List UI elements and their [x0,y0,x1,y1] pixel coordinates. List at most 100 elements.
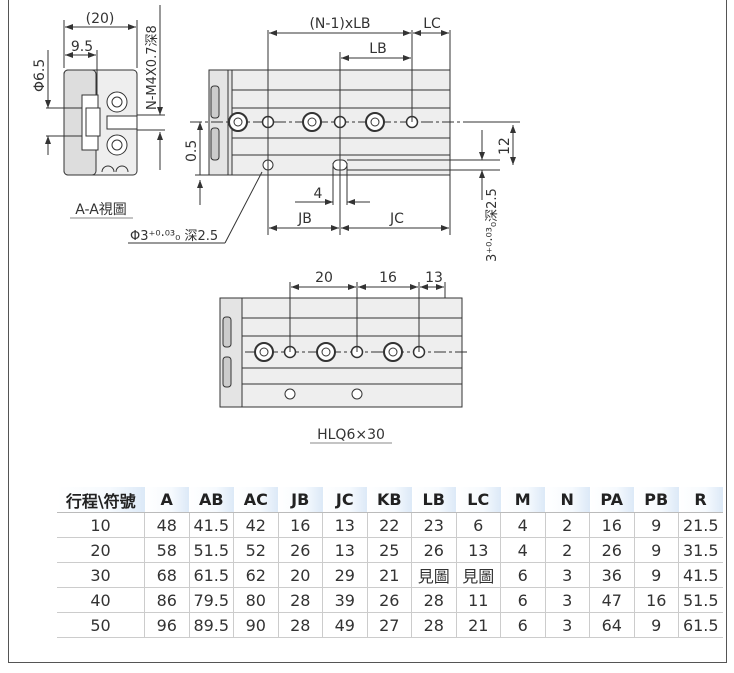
table-cell: 80 [233,587,278,613]
table-cell: 79.5 [188,587,234,613]
column-header: JB [278,487,323,513]
pin-hole-note: Φ3⁺⁰·⁰³₀ 深2.5 [130,229,218,244]
dim-width-label: (20) [86,11,115,27]
table-cell: 49 [322,612,367,638]
table-cell: 26 [366,587,412,613]
table-cell: 52 [233,537,278,563]
dim-offset-label: 9.5 [71,39,93,55]
column-header: AC [233,487,278,513]
table-cell: 2 [544,512,590,538]
column-header: 行程\符號 [57,487,145,513]
table-cell: 見圖 [411,562,456,588]
table-cell: 61.5 [678,612,723,638]
table-cell: 42 [233,512,278,538]
table-cell: 20 [57,537,145,563]
table-cell: 30 [57,562,145,588]
example-dim-1: 20 [315,270,333,286]
dim-lb-label: LB [369,41,386,57]
front-view [128,30,520,244]
table-cell: 見圖 [455,562,501,588]
technical-drawing: (20) 9.5 Φ6.5 N-M4X0.7深8 A-A視圖 (N-1)xLB … [32,5,520,444]
table-cell: 23 [411,512,456,538]
example-dim-2: 16 [379,270,397,286]
table-cell: 26 [411,537,456,563]
dim-pitch-total-label: (N-1)xLB [309,16,370,32]
column-header: JC [322,487,367,513]
column-header: R [678,487,723,513]
table-cell: 90 [233,612,278,638]
column-header: LC [456,487,501,513]
column-header: PB [634,487,679,513]
dim-4-label: 4 [314,186,323,202]
table-cell: 47 [589,587,634,613]
table-cell: 61.5 [188,562,234,588]
table-cell: 28 [411,587,456,613]
table-cell: 26 [277,537,323,563]
dim-12-label: 12 [497,137,513,155]
table-cell: 96 [144,612,189,638]
table-cell: 6 [455,512,501,538]
table-cell: 58 [144,537,189,563]
table-cell: 28 [411,612,456,638]
table-cell: 41.5 [678,562,723,588]
table-cell: 62 [233,562,278,588]
dim-lc-label: LC [423,16,441,32]
example-view-hlq6x30 [219,282,470,444]
table-cell: 9 [633,512,679,538]
table-cell: 21 [455,612,501,638]
table-cell: 13 [322,537,367,563]
table-cell: 3 [544,612,590,638]
column-header: M [500,487,545,513]
table-cell: 86 [144,587,189,613]
example-dim-3: 13 [425,270,443,286]
table-cell: 40 [57,587,145,613]
table-cell: 13 [455,537,501,563]
table-cell: 10 [57,512,145,538]
table-cell: 26 [589,537,634,563]
example-view-title: HLQ6×30 [317,427,385,443]
table-cell: 28 [277,587,323,613]
table-cell: 50 [57,612,145,638]
table-cell: 6 [500,587,545,613]
table-cell: 21 [366,562,412,588]
table-cell: 68 [144,562,189,588]
dim-dia-label: Φ6.5 [32,59,48,92]
section-view-a-a [45,5,165,219]
column-header: N [545,487,590,513]
column-header: A [144,487,189,513]
column-header: PA [589,487,634,513]
table-cell: 3 [544,587,590,613]
table-cell: 29 [322,562,367,588]
dim-jc-label: JC [389,211,404,227]
table-cell: 27 [366,612,412,638]
frame-border [8,0,727,663]
column-header: LB [411,487,456,513]
table-cell: 20 [277,562,323,588]
dim-jb-label: JB [297,211,312,227]
table-cell: 41.5 [188,512,234,538]
table-cell: 16 [589,512,634,538]
table-cell: 89.5 [188,612,234,638]
table-cell: 11 [455,587,501,613]
slot-note: 3⁺⁰·⁰³₀深2.5 [485,188,500,262]
table-cell: 22 [366,512,412,538]
table-cell: 64 [589,612,634,638]
table-cell: 25 [366,537,412,563]
table-cell: 21.5 [678,512,723,538]
table-cell: 13 [322,512,367,538]
table-cell: 9 [633,537,679,563]
table-cell: 4 [500,512,545,538]
table-cell: 6 [500,612,545,638]
column-header: KB [367,487,412,513]
column-header: AB [189,487,234,513]
table-cell: 4 [500,537,545,563]
table-cell: 9 [633,562,679,588]
table-cell: 31.5 [678,537,723,563]
section-view-title: A-A視圖 [75,202,127,218]
